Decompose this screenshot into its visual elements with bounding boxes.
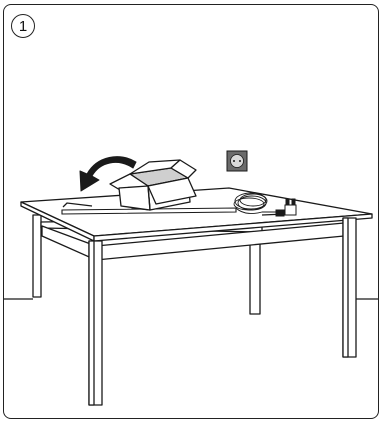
table-icon xyxy=(21,188,372,405)
wall-outlet-icon xyxy=(227,151,247,171)
cardboard-box-icon xyxy=(110,160,196,210)
